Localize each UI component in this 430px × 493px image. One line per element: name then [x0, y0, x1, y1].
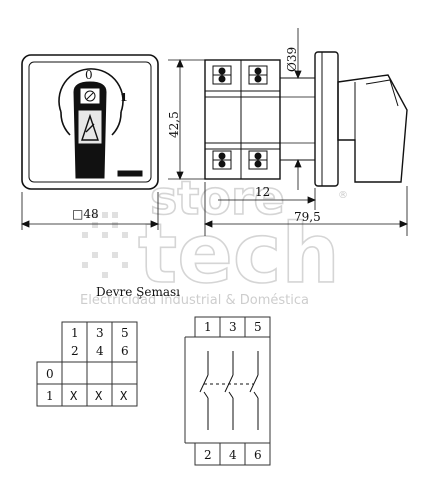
- contact-header-3-bottom: 6: [121, 344, 129, 358]
- top-terminal-labels: 1 3 5: [204, 320, 262, 334]
- front-plate-inner: [28, 61, 152, 183]
- contact-header-3-top: 5: [121, 326, 129, 340]
- contact-header-1-bottom: 2: [71, 344, 79, 358]
- watermark-registered: ®: [338, 190, 348, 201]
- terminal-label-6: 6: [254, 448, 262, 462]
- dimension-diameter: [294, 28, 302, 190]
- dim-label-depth-total: 79,5: [294, 210, 321, 224]
- wiring-frame: [184, 316, 271, 466]
- contact-header-2-top: 3: [96, 326, 104, 340]
- dimension-front-width: [20, 192, 160, 230]
- side-view: [204, 51, 408, 187]
- front-nameplate: [117, 170, 143, 177]
- switch-table-headers: 1 2 3 4 5 6: [71, 326, 129, 358]
- bottom-terminal-labels: 2 4 6: [204, 448, 262, 462]
- position-label-1: 1: [120, 91, 128, 104]
- terminal-label-1: 1: [204, 320, 212, 334]
- watermark-tech: tech: [138, 207, 340, 302]
- dim-label-diameter: Ø39: [285, 47, 299, 72]
- front-plate-outer: [21, 54, 159, 190]
- dim-label-height: 42,5: [167, 111, 181, 138]
- contact-header-1-top: 1: [71, 326, 79, 340]
- top-terminals: [212, 65, 268, 85]
- dimension-depth-total: [203, 186, 409, 236]
- watermark-grid-mark: [82, 212, 128, 278]
- terminal-label-2: 2: [204, 448, 212, 462]
- terminal-label-5: 5: [254, 320, 262, 334]
- handle-logo: [78, 110, 102, 144]
- handle-side: [337, 74, 408, 183]
- contact-poles: [199, 351, 259, 430]
- watermark-tagline: Electricidad Industrial & Doméstica: [80, 293, 309, 308]
- front-plate-side: [314, 51, 339, 187]
- dimension-height: [168, 58, 205, 181]
- row-1-cell-3: X: [120, 389, 128, 403]
- front-view: [21, 54, 159, 190]
- switch-table: [36, 321, 138, 407]
- row-1-cell-1: X: [70, 389, 78, 403]
- terminal-label-3: 3: [229, 320, 237, 334]
- dim-label-depth-short: 12: [255, 185, 270, 199]
- row-position-0: 0: [46, 367, 54, 381]
- shaft-section: [279, 77, 316, 161]
- switch-table-rows: 0 1 X X X: [46, 367, 128, 403]
- knob-dial: [58, 68, 124, 113]
- row-1-cell-2: X: [95, 389, 103, 403]
- dim-label-width: □48: [72, 207, 99, 221]
- row-position-1: 1: [46, 389, 54, 403]
- logo-icon: [81, 113, 99, 141]
- schema-title: Devre Şeması: [96, 285, 180, 299]
- contact-header-2-bottom: 4: [96, 344, 104, 358]
- dimension-depth-short: [204, 182, 317, 236]
- terminal-label-4: 4: [229, 448, 237, 462]
- bottom-terminals: [212, 150, 268, 170]
- position-label-0: 0: [85, 68, 93, 82]
